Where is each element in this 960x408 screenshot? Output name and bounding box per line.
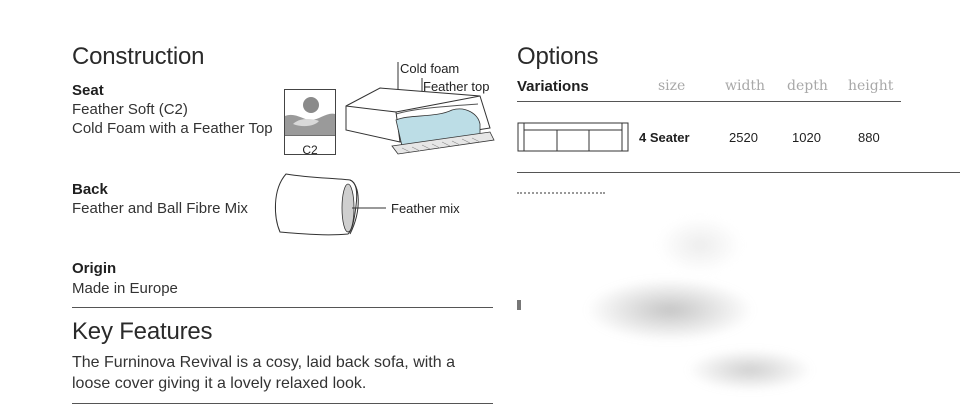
divider	[517, 101, 901, 102]
seat-line-2: Cold Foam with a Feather Top	[72, 120, 273, 137]
divider	[72, 307, 493, 308]
options-title: Options	[517, 43, 599, 70]
divider	[517, 172, 960, 173]
back-cushion-diagram	[274, 173, 386, 236]
height-cell: 880	[858, 130, 880, 145]
width-cell: 2520	[729, 130, 758, 145]
column-header-height: height	[848, 78, 894, 94]
key-features-line-1: The Furninova Revival is a cosy, laid ba…	[72, 354, 455, 371]
sofa-4-seater-icon	[517, 122, 629, 152]
table-row: 4 Seater 2520 1020 880	[517, 120, 901, 156]
seat-softness-icon: C2	[284, 89, 336, 157]
origin-heading: Origin	[72, 260, 117, 277]
seat-softness-label: C2	[302, 143, 318, 157]
origin-line-1: Made in Europe	[72, 280, 178, 297]
seat-cushion-diagram	[345, 62, 495, 155]
cold-foam-callout: Cold foam	[400, 61, 460, 76]
seat-line-1: Feather Soft (C2)	[72, 101, 188, 118]
feather-mix-callout: Feather mix	[391, 201, 460, 216]
key-features-title: Key Features	[72, 318, 213, 345]
back-line-1: Feather and Ball Fibre Mix	[72, 200, 248, 217]
size-cell: 4 Seater	[639, 130, 690, 145]
column-header-size: size	[658, 78, 686, 94]
column-header-width: width	[725, 78, 766, 94]
blurred-fabric-image	[500, 215, 920, 408]
construction-title: Construction	[72, 43, 205, 70]
key-features-line-2: loose cover giving it a lovely relaxed l…	[72, 375, 367, 392]
column-header-depth: depth	[787, 78, 828, 94]
cushion-sink-icon	[285, 90, 335, 137]
back-heading: Back	[72, 181, 108, 198]
seat-heading: Seat	[72, 82, 104, 99]
feather-top-callout: Feather top	[423, 79, 490, 94]
cropped-heading	[517, 188, 607, 196]
variations-label: Variations	[517, 78, 589, 95]
depth-cell: 1020	[792, 130, 821, 145]
divider	[72, 403, 493, 404]
